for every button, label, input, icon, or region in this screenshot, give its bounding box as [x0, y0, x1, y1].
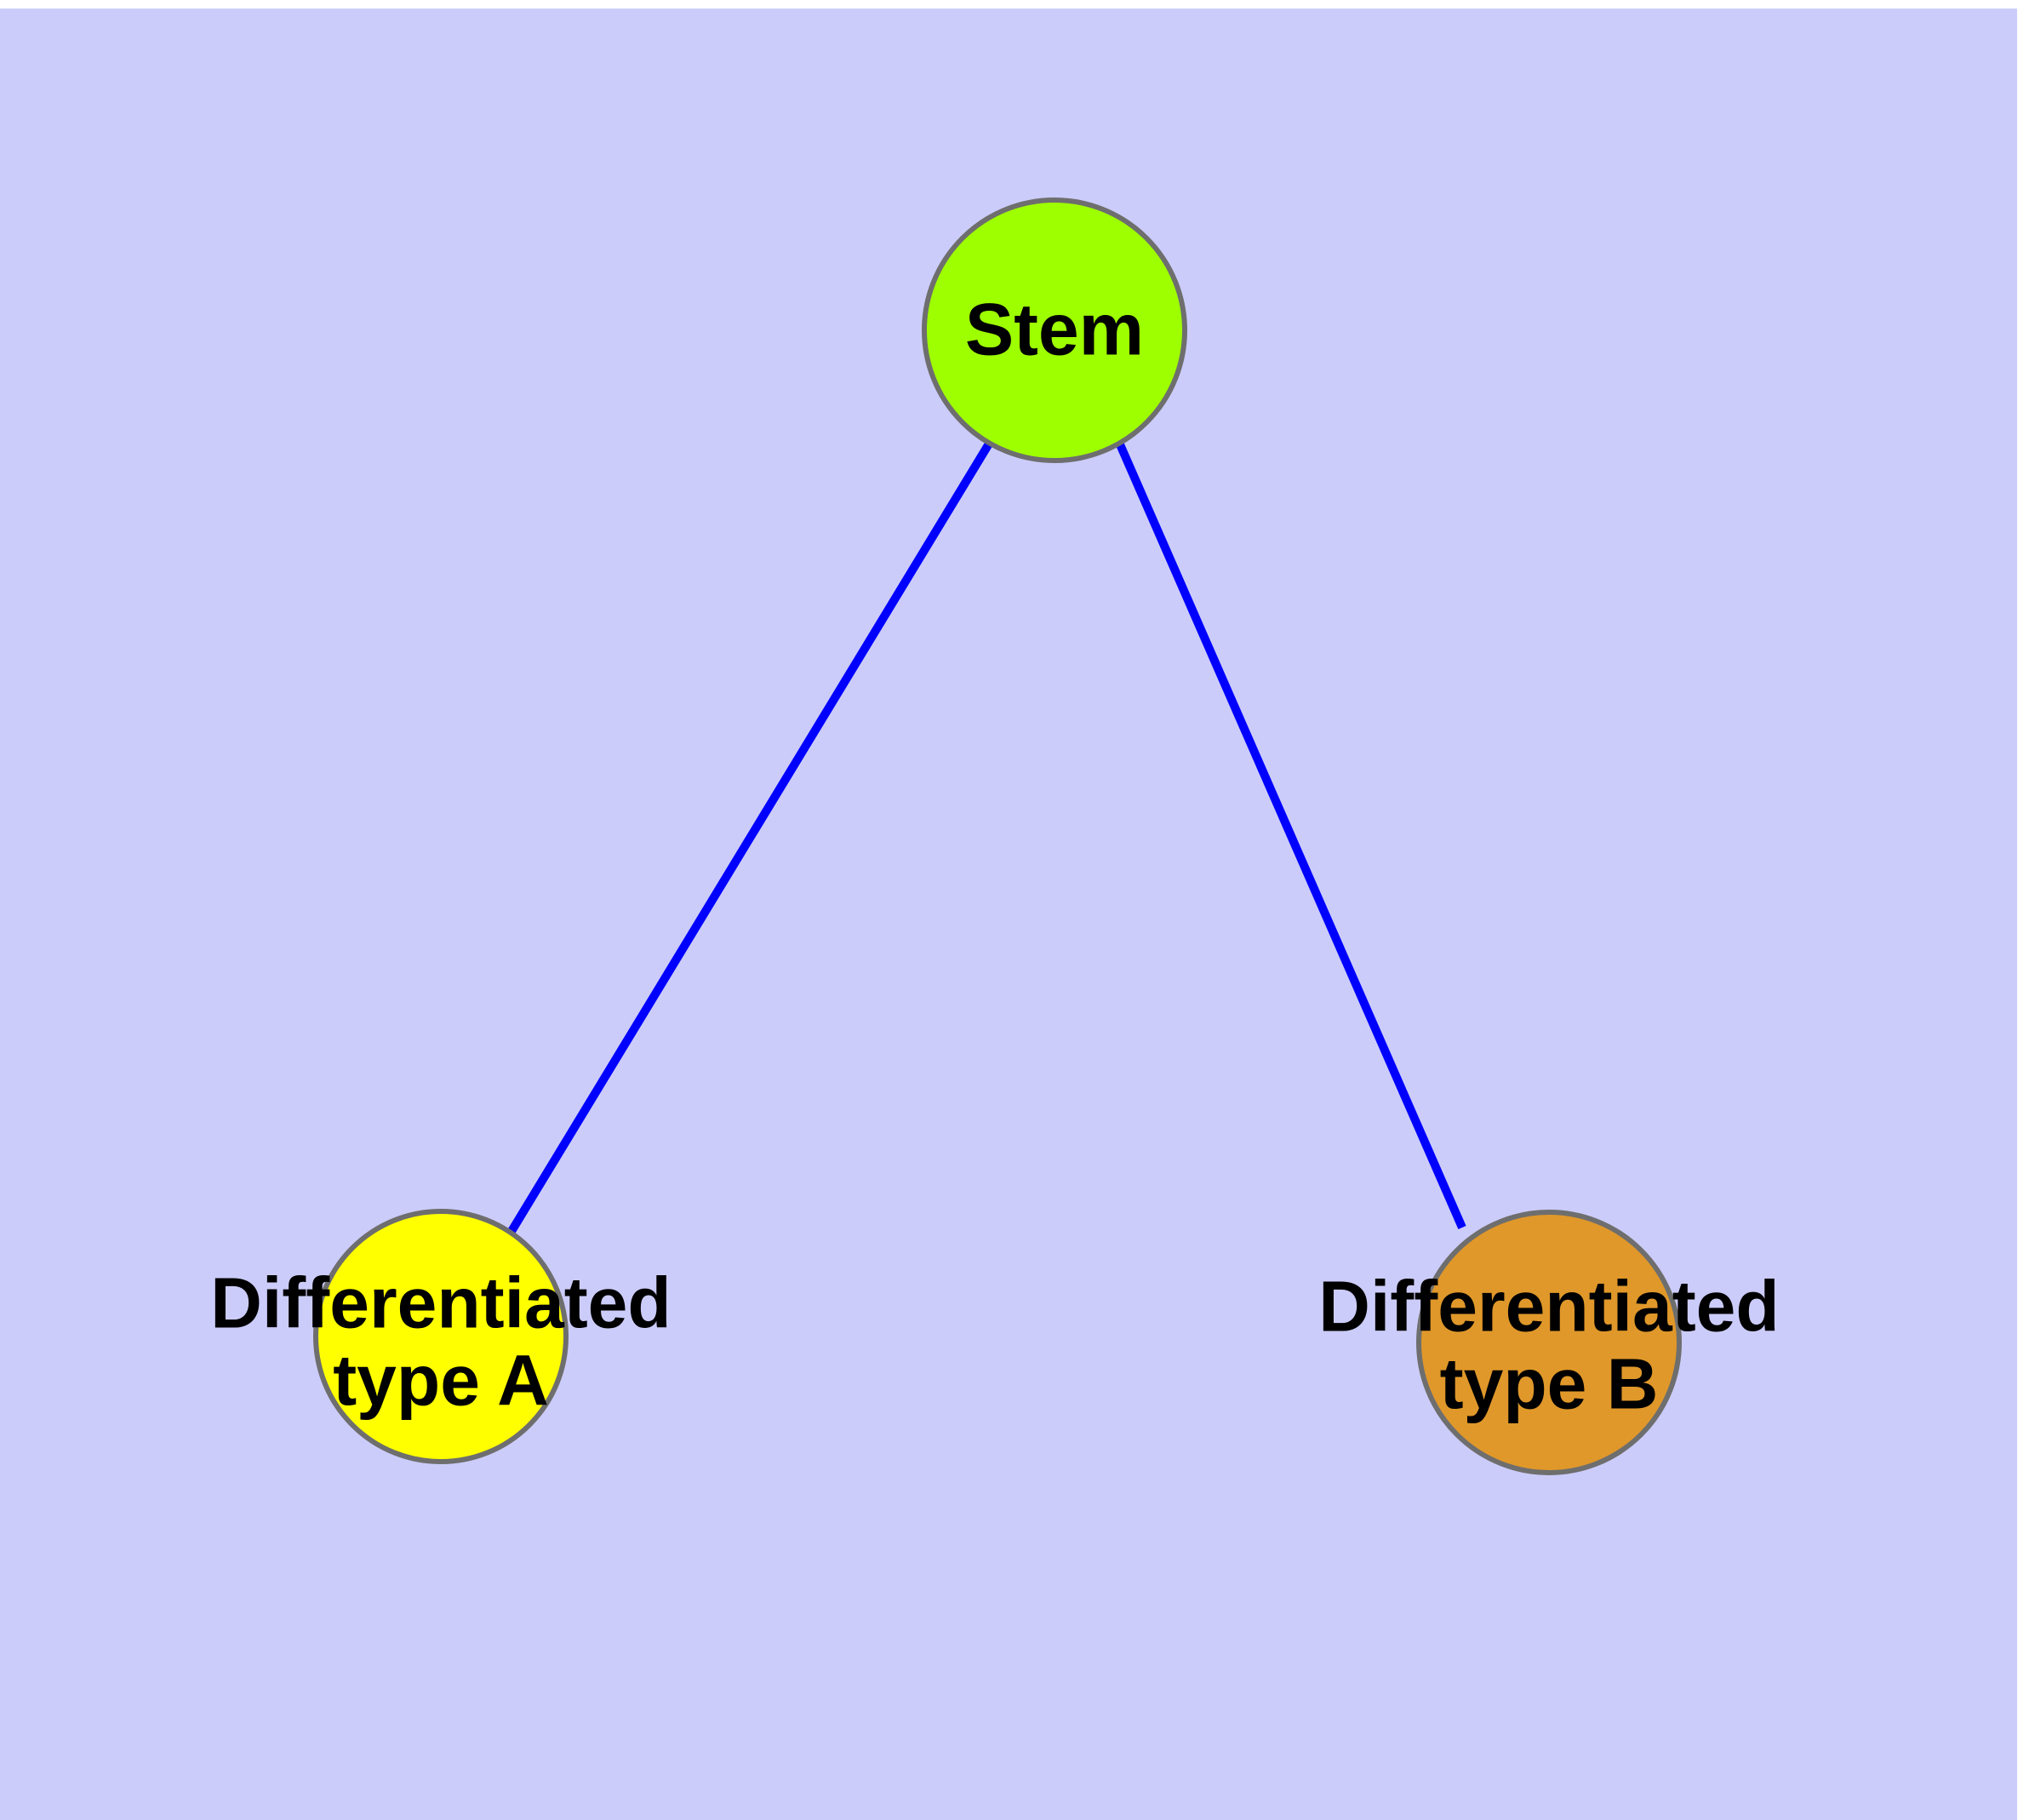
- graph-svg: [313, 197, 1682, 1475]
- edge-layer: [506, 434, 1466, 1235]
- edge-stem-to-differentiated-type-b[interactable]: [1112, 434, 1466, 1230]
- edge-stem-to-differentiated-type-a[interactable]: [506, 434, 997, 1235]
- node-differentiated-type-a[interactable]: [313, 1209, 569, 1464]
- node-layer: [313, 197, 1682, 1475]
- node-stem[interactable]: [922, 197, 1187, 463]
- diagram-plot-area: Stem Differentiated type A Differentiate…: [0, 9, 2017, 1820]
- node-differentiated-type-b[interactable]: [1416, 1210, 1682, 1475]
